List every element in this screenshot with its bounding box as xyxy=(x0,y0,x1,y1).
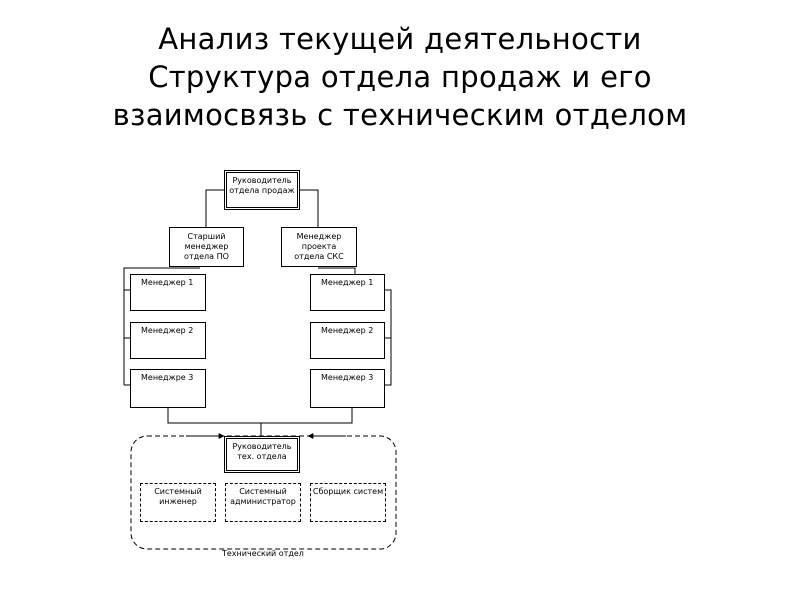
tech-department-label: Технический отдел xyxy=(222,549,304,558)
right-manager-2-box: Менеджер 2 xyxy=(310,322,385,359)
left-manager-3-box: Менеджре 3 xyxy=(130,369,206,408)
system-engineer-box: Системный инженер xyxy=(140,483,216,522)
connector-head-project xyxy=(300,189,319,228)
title-line-1: Анализ текущей деятельности xyxy=(158,22,642,56)
right-manager-3-box: Менеджер 3 xyxy=(310,369,385,408)
connector-left-bottom xyxy=(167,408,353,424)
left-manager-2-box: Менеджер 2 xyxy=(130,322,206,359)
system-administrator-box: Системный администратор xyxy=(225,483,301,522)
connector-right-m2 xyxy=(385,337,392,386)
senior-manager-box: Старший менеджер отдела ПО xyxy=(169,227,244,267)
title-line-2: Структура отдела продаж и его xyxy=(148,60,652,94)
connector-head-senior xyxy=(205,189,224,228)
right-manager-1-box: Менеджер 1 xyxy=(310,274,385,311)
project-manager-box: Менеджер проекта отдела СКС xyxy=(281,227,357,267)
slide-title: Анализ текущей деятельности Структура от… xyxy=(0,20,800,134)
tech-head-box: Руководитель тех. отдела xyxy=(224,436,300,473)
head-sales-box: Руководитель отдела продаж xyxy=(224,170,300,210)
title-line-3: взаимосвязь с техническим отделом xyxy=(112,98,688,132)
system-assembler-box: Сборщик систем xyxy=(310,483,386,522)
left-manager-1-box: Менеджер 1 xyxy=(130,274,206,311)
connector-senior-managers xyxy=(123,267,200,385)
connector-right-m1 xyxy=(385,289,392,339)
